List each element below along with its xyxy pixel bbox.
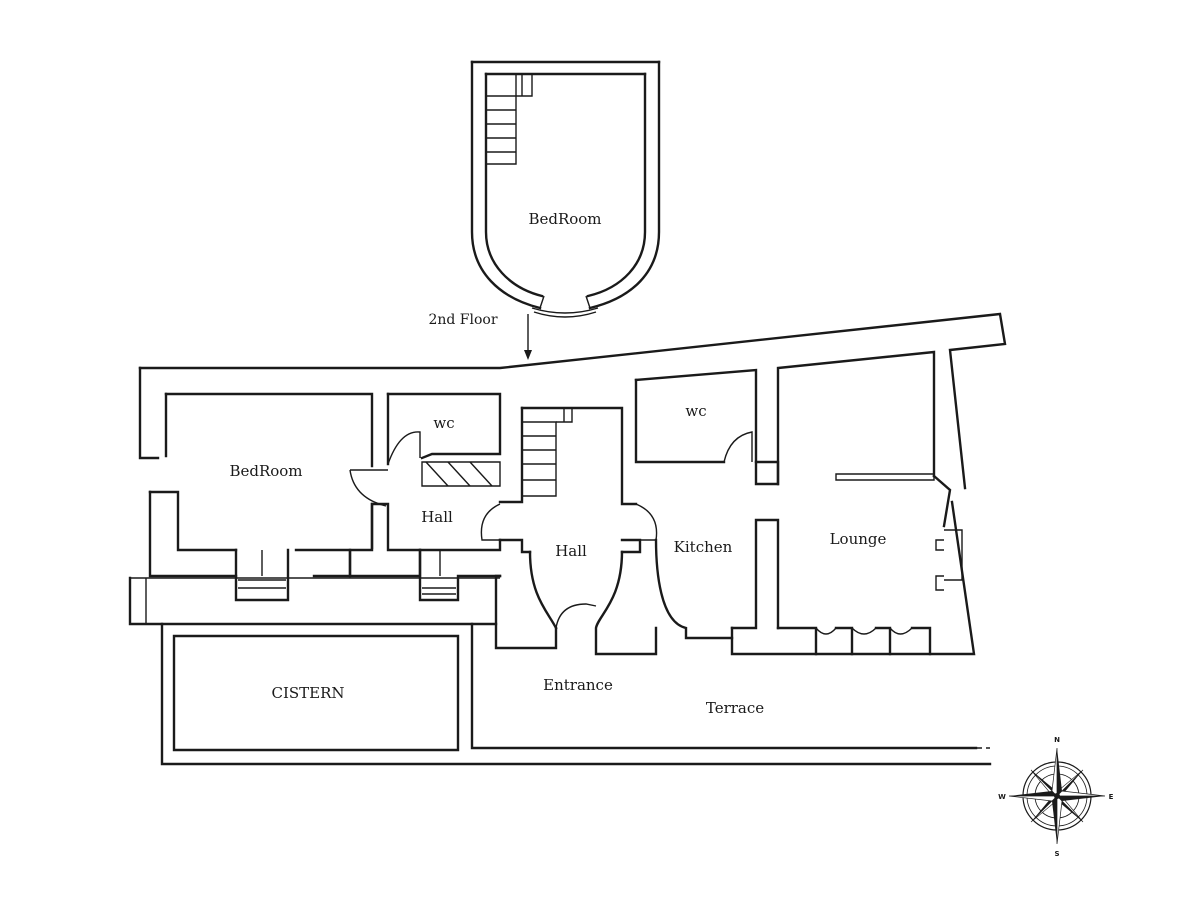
label-hall-left: Hall <box>421 508 453 526</box>
label-kitchen: Kitchen <box>674 538 733 556</box>
label-wc-left: wc <box>433 414 454 432</box>
outer-walls <box>138 312 1007 602</box>
upper-bedroom-walls <box>470 60 661 318</box>
compass-rose-icon <box>1008 747 1106 845</box>
compass-east: E <box>1109 793 1114 801</box>
compass-south: S <box>1054 850 1059 858</box>
label-2nd-floor: 2nd Floor <box>428 312 497 328</box>
center-hall-walls <box>480 406 658 656</box>
compass-west: W <box>998 793 1006 801</box>
compass-north: N <box>1054 736 1060 744</box>
label-lounge: Lounge <box>830 530 887 548</box>
cistern-walls <box>128 576 992 766</box>
label-terrace: Terrace <box>706 699 764 717</box>
floor-pointer-arrow <box>524 314 532 360</box>
label-entrance: Entrance <box>543 676 613 694</box>
upper-staircase <box>486 74 533 165</box>
label-cistern: CISTERN <box>271 684 344 702</box>
lounge-details <box>776 474 963 656</box>
label-wc-right: wc <box>685 402 706 420</box>
label-hall-center: Hall <box>555 542 587 560</box>
label-bedroom-upper: BedRoom <box>528 210 601 228</box>
label-bedroom-left: BedRoom <box>229 462 302 480</box>
kitchen-walls <box>634 350 976 656</box>
left-hall-walls <box>348 392 502 602</box>
